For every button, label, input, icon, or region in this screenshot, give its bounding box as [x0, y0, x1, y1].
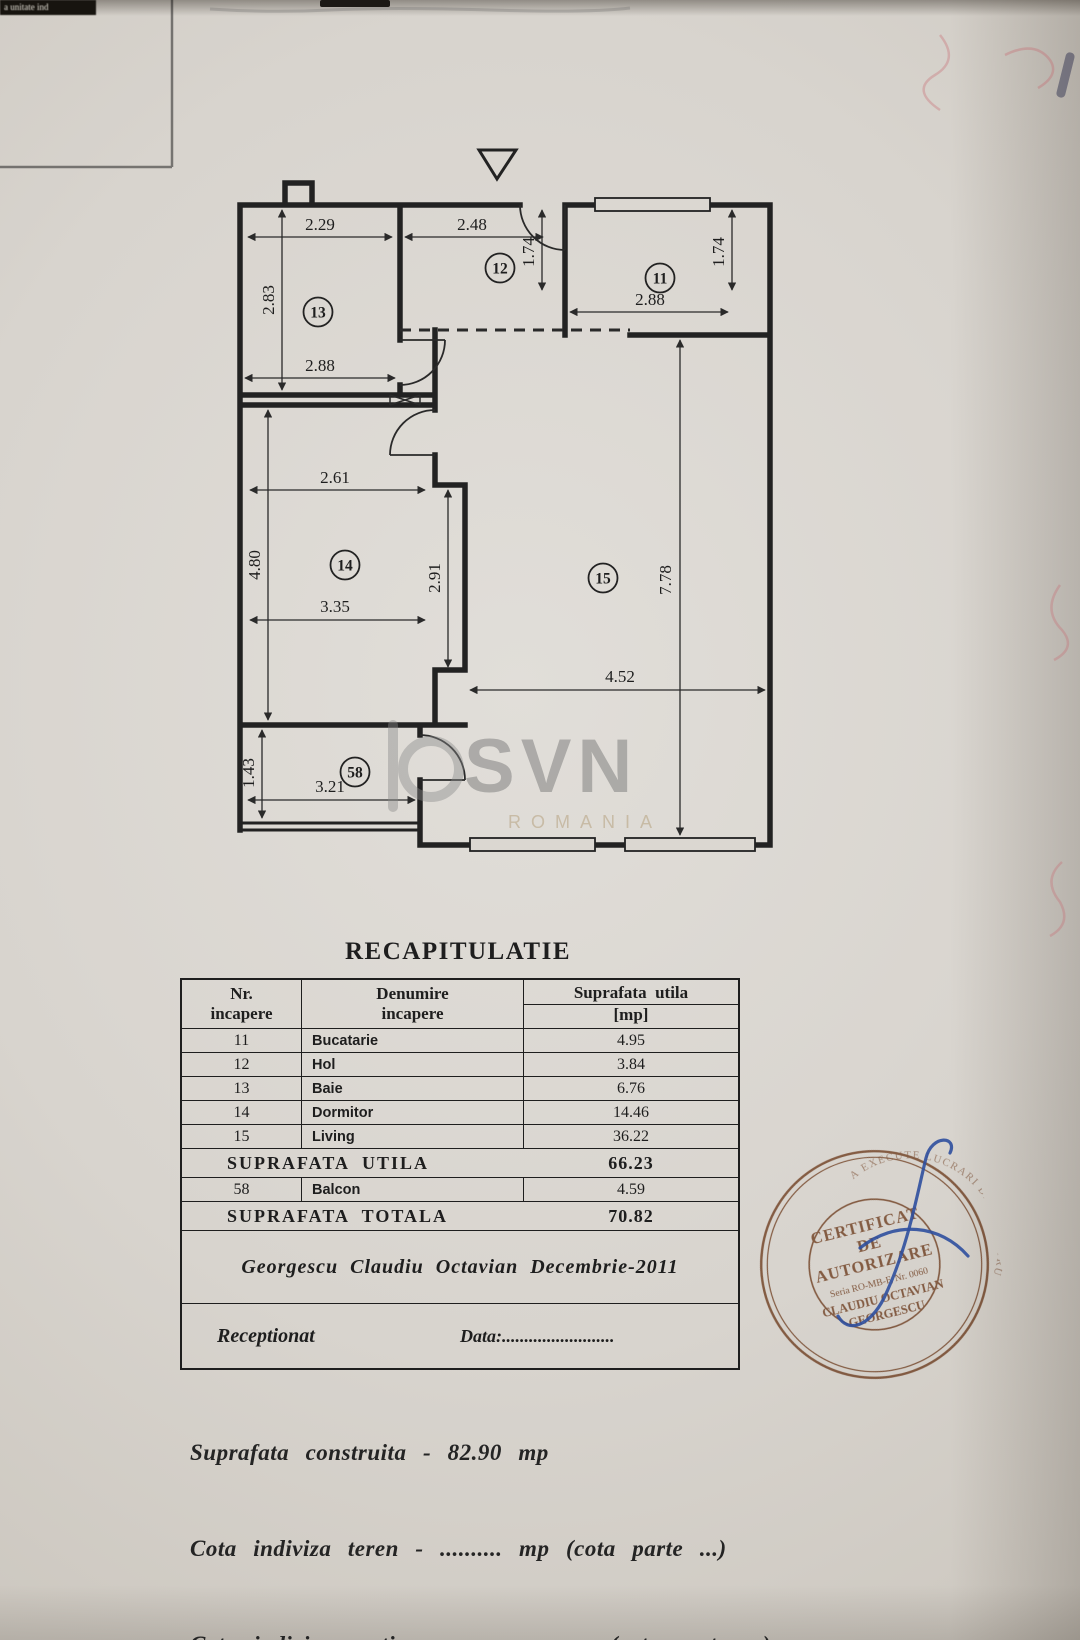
balcony-railing: [240, 821, 420, 832]
dim-label: 3.35: [320, 597, 350, 616]
reception-label: Receptionat: [217, 1324, 315, 1347]
total-row: SUPRAFATA TOTALA 70.82: [182, 1202, 738, 1231]
footer-common-share: Cota indiviza parti comune - .......... …: [190, 1632, 771, 1640]
table-row: 12 Hol 3.84: [182, 1053, 738, 1077]
svg-text:12: 12: [492, 261, 508, 278]
header-nr: Nr. incapere: [182, 980, 302, 1028]
bedroom-door: [389, 409, 436, 456]
window: [624, 837, 756, 852]
paper-crease-right: [950, 0, 1080, 1640]
dim-label: 2.91: [425, 563, 444, 593]
room-number-11: 11: [644, 262, 676, 294]
floor-plan: 2.29 2.48 1.74 1.74 2.88 2.83 2.88 2.61 …: [237, 148, 773, 852]
dim-label: 2.88: [305, 356, 335, 375]
svg-text:11: 11: [653, 271, 668, 288]
author-row: Georgescu Claudiu Octavian Decembrie-201…: [182, 1231, 738, 1304]
recap-title: RECAPITULATIE: [344, 938, 572, 965]
svg-text:15: 15: [595, 571, 611, 588]
dim-label: 4.80: [245, 550, 264, 580]
handwriting-squiggle: [922, 34, 950, 112]
dimension-labels: 2.29 2.48 1.74 1.74 2.88 2.83 2.88 2.61 …: [239, 215, 728, 796]
header-denumire: Denumire incapere: [302, 980, 524, 1028]
svg-text:58: 58: [347, 765, 363, 782]
window: [469, 837, 596, 852]
svg-text:14: 14: [337, 558, 353, 575]
scan-edge-shadow: [0, 0, 1080, 16]
dim-label: 2.88: [635, 290, 665, 309]
table-row: 15 Living 36.22: [182, 1125, 738, 1149]
recap-table: Nr. incapere Denumire incapere Suprafata…: [180, 978, 740, 1370]
svg-text:13: 13: [310, 305, 326, 322]
room-number-13: 13: [302, 296, 334, 328]
footer-land-share: Cota indiviza teren - .......... mp (cot…: [190, 1536, 727, 1561]
dim-label: 2.48: [457, 215, 487, 234]
subtotal-row: SUPRAFATA UTILA 66.23: [182, 1149, 738, 1178]
dim-label: 7.78: [656, 565, 675, 595]
dim-label: 3.21: [315, 777, 345, 796]
dim-label: 1.74: [709, 237, 728, 267]
table-row: 14 Dormitor 14.46: [182, 1101, 738, 1125]
plumbing-shaft: [389, 394, 421, 406]
table-header-row: Nr. incapere Denumire incapere Suprafata…: [182, 980, 738, 1029]
table-row-balcony: 58 Balcon 4.59: [182, 1178, 738, 1202]
bathroom-door: [399, 339, 446, 386]
header-suprafata: Suprafata utila [mp]: [524, 980, 738, 1028]
dim-label: 2.61: [320, 468, 350, 487]
dimension-lines: [244, 209, 766, 836]
paper-crease-bottom: [0, 1585, 1080, 1640]
window: [594, 197, 711, 212]
underlying-page-line: [0, 0, 174, 169]
room-number-58: 58: [339, 756, 371, 788]
scan-mark-artifact: [320, 0, 390, 7]
cropped-text-artifact: a unitate ind: [0, 0, 96, 15]
room-number-15: 15: [587, 562, 619, 594]
dim-label: 1.43: [239, 758, 258, 788]
dim-label: 2.83: [259, 285, 278, 315]
signature: [836, 1138, 970, 1328]
dim-label: 1.74: [519, 237, 538, 267]
room-number-12: 12: [484, 252, 516, 284]
balcony-door: [419, 734, 466, 781]
footer-built-area: Suprafata construita - 82.90 mp: [190, 1440, 549, 1465]
dim-label: 4.52: [605, 667, 635, 686]
north-arrow-icon: [476, 148, 519, 182]
room-number-14: 14: [329, 549, 361, 581]
table-row: 11 Bucatarie 4.95: [182, 1029, 738, 1053]
reception-row: Receptionat Data:.......................…: [182, 1304, 738, 1368]
date-label: Data:.........................: [460, 1325, 615, 1346]
table-row: 13 Baie 6.76: [182, 1077, 738, 1101]
dim-label: 2.29: [305, 215, 335, 234]
footer-notes: Suprafata construita - 82.90 mp Cota ind…: [190, 1388, 771, 1640]
